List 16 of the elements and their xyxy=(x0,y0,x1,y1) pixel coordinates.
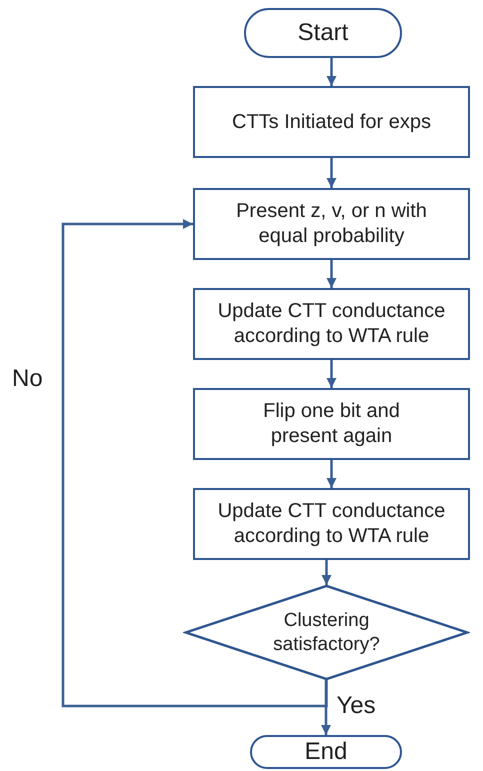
terminal-shape: End xyxy=(250,735,402,769)
terminal-shape: Start xyxy=(244,8,402,58)
arrow xyxy=(326,58,336,86)
decision-text: Clustering satisfactory? xyxy=(272,608,381,656)
arrow xyxy=(326,360,336,388)
process-box: Present z, v, or n with equal probability xyxy=(193,188,470,260)
process-box: CTTs Initiated for exps xyxy=(193,86,470,158)
arrow xyxy=(322,560,332,585)
arrow xyxy=(62,219,328,708)
arrow xyxy=(326,158,336,188)
process-box: Flip one bit and present again xyxy=(193,388,470,460)
arrow xyxy=(326,260,336,288)
process-box: Update CTT conductance according to WTA rule xyxy=(193,288,470,360)
arrow xyxy=(326,460,336,488)
arrow xyxy=(321,680,331,735)
process-box: Update CTT conductance according to WTA rule xyxy=(193,488,470,560)
